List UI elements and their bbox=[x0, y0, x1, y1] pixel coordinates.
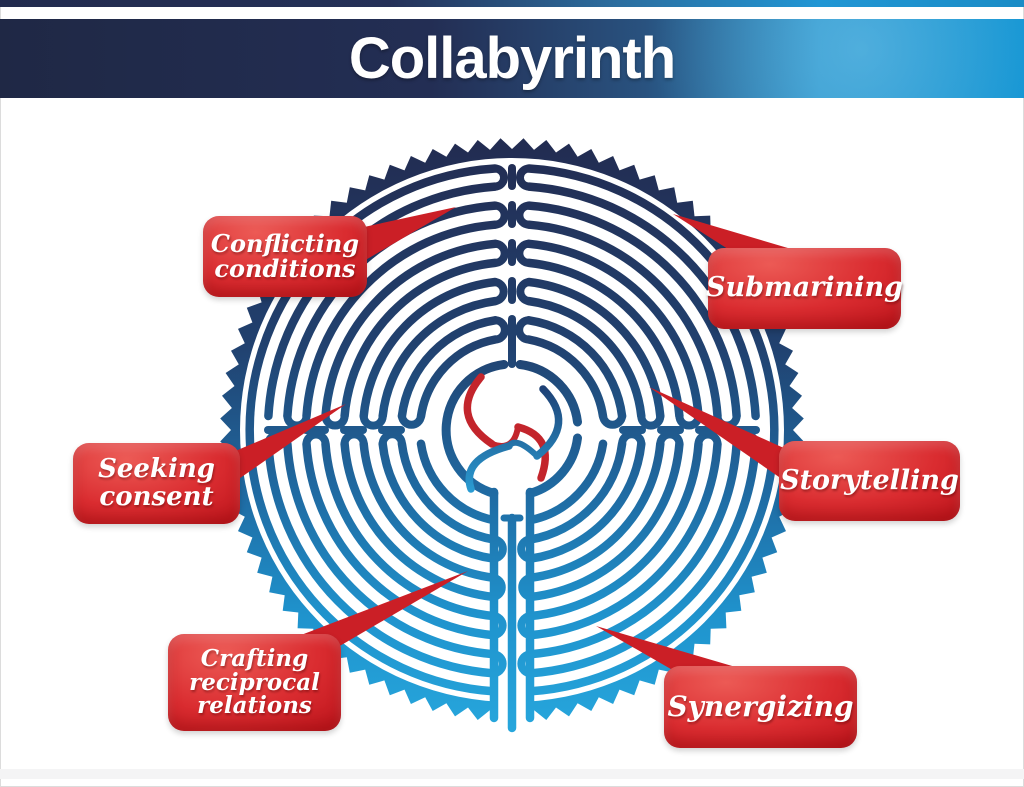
page-title: Collabyrinth bbox=[348, 26, 676, 91]
callout-line: Synergizing bbox=[667, 690, 854, 724]
callout-pointer bbox=[596, 626, 739, 672]
callout-line: relations bbox=[197, 692, 312, 720]
title-banner: Collabyrinth bbox=[0, 19, 1024, 98]
callout-pointer bbox=[233, 404, 346, 483]
callout-conflicting-conditions: Conflicting conditions bbox=[203, 216, 367, 297]
bottom-faint-band bbox=[0, 769, 1024, 779]
top-accent-strip bbox=[0, 0, 1024, 7]
callout-line: Seeking bbox=[98, 454, 215, 485]
callout-crafting-reciprocal-relations: Crafting reciprocal relations bbox=[168, 634, 341, 731]
callout-pointer bbox=[649, 387, 786, 477]
callout-pointer bbox=[288, 571, 468, 647]
callout-synergizing: Synergizing bbox=[664, 666, 857, 748]
callout-line: Submarining bbox=[706, 272, 903, 304]
center-swirl-logo bbox=[463, 373, 563, 493]
entrance-channel bbox=[489, 487, 535, 733]
callout-storytelling: Storytelling bbox=[779, 441, 960, 521]
callout-submarining: Submarining bbox=[706, 248, 903, 329]
callout-line: consent bbox=[99, 481, 214, 512]
callout-line: Storytelling bbox=[780, 464, 959, 496]
callout-line: reciprocal bbox=[189, 668, 320, 696]
callout-pointer bbox=[341, 207, 456, 265]
callout-line: Crafting bbox=[200, 644, 309, 672]
callout-line: conditions bbox=[214, 253, 356, 283]
callout-line: Conflicting bbox=[210, 228, 360, 258]
callout-seeking-consent: Seeking consent bbox=[73, 443, 240, 524]
